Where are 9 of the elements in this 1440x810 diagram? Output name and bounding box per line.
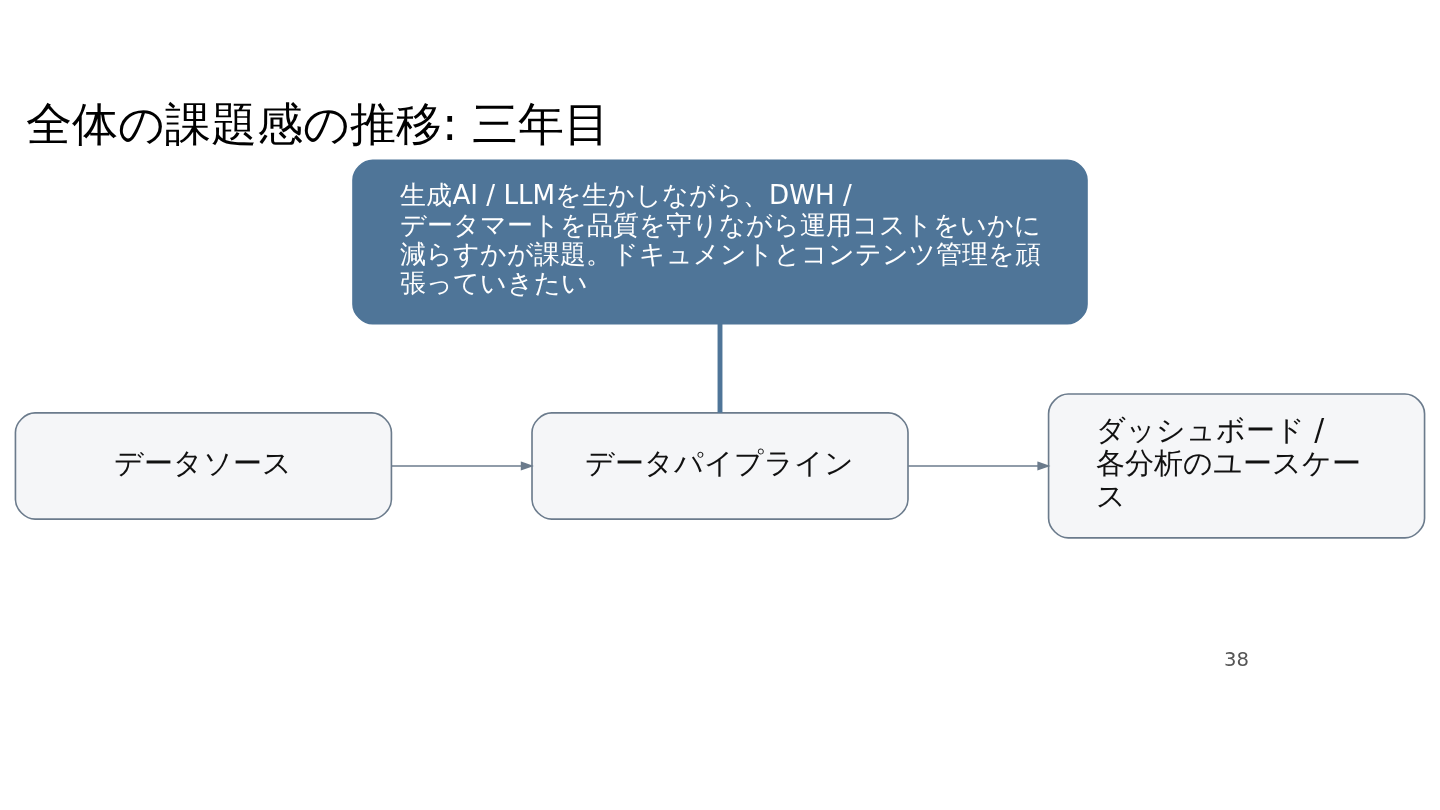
- arrow: [907, 460, 1051, 471]
- node-box: データパイプライン: [531, 411, 909, 520]
- node-box: 生成AI / LLMを生かしながら、DWH / データマートを品質を守りながら運用コストをいかに減らすかが課題。ドキュメントとコンテンツ管理を頑張っていきたい: [352, 158, 1088, 325]
- connector: [717, 323, 723, 413]
- arrow: [390, 460, 534, 471]
- label: 38: [1224, 647, 1250, 671]
- node-box: ダッシュボード /各分析のユースケース: [1047, 392, 1426, 539]
- node-box: データソース: [14, 411, 393, 520]
- diagram-title: 全体の課題感の推移: 三年目: [25, 97, 610, 151]
